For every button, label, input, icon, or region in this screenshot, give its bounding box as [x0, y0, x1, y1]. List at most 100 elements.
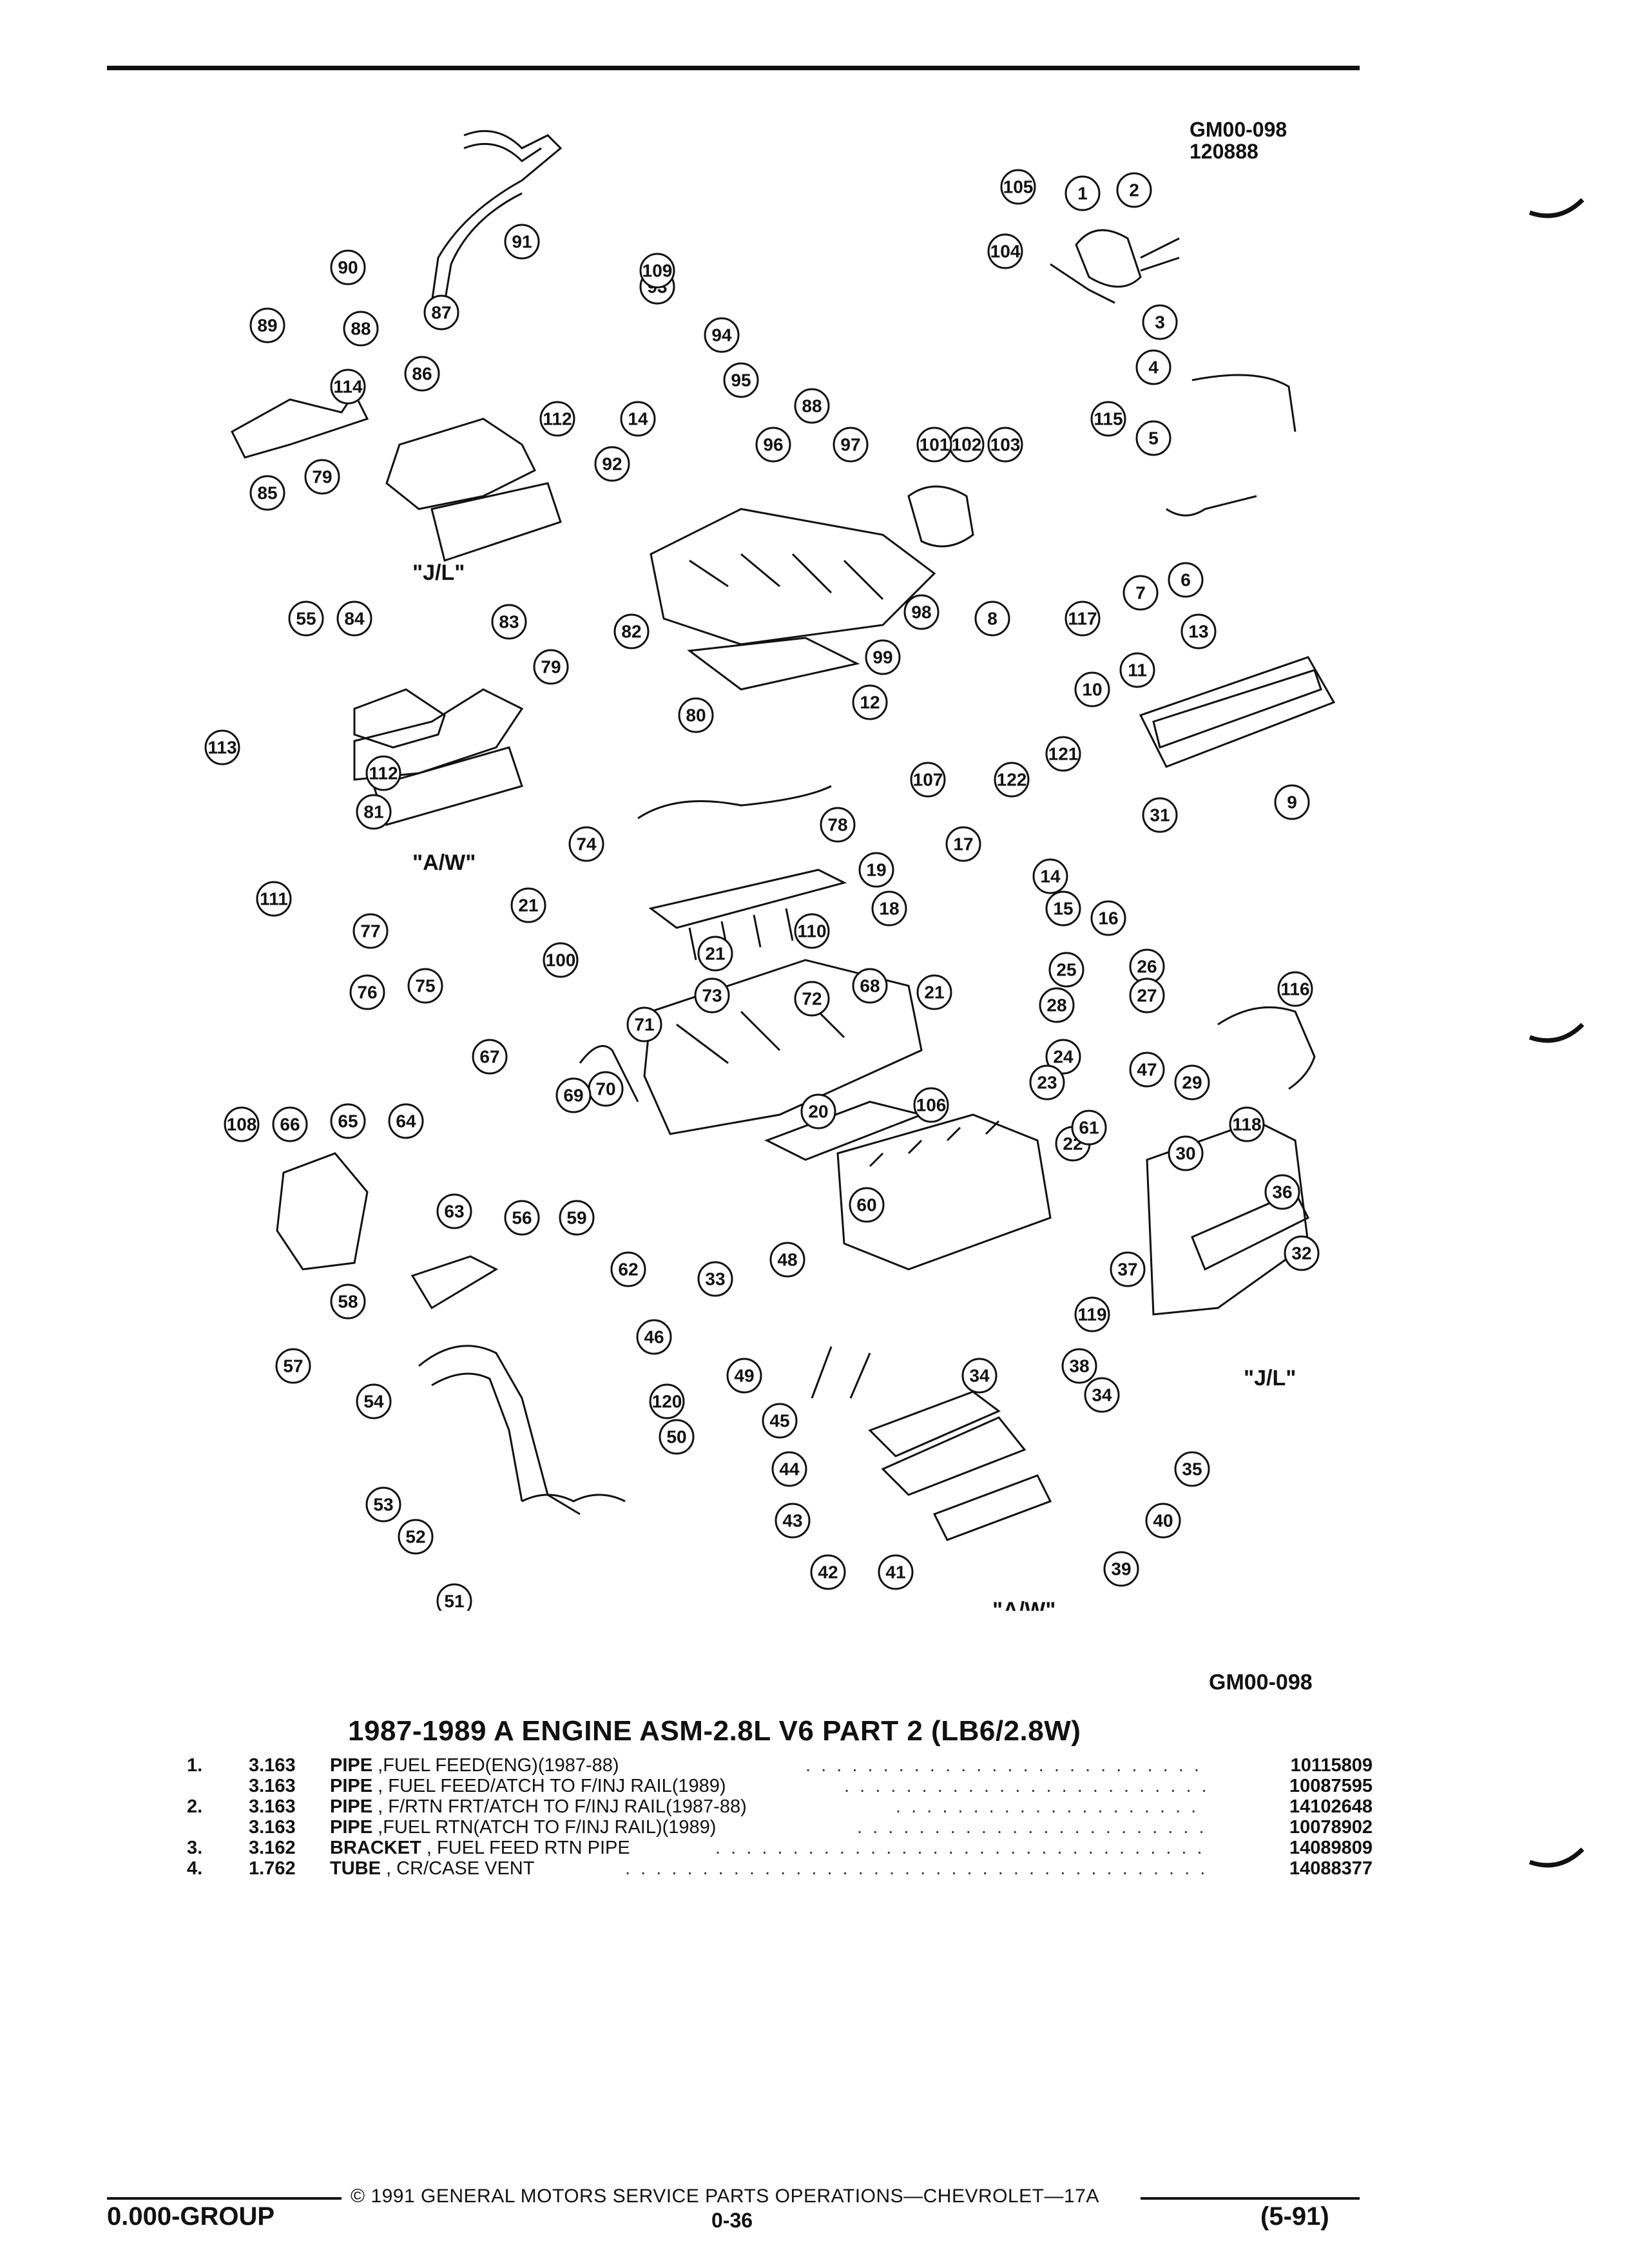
callout-19: 19 [858, 852, 894, 888]
callout-number: 98 [911, 602, 931, 622]
exhaust-manifold-drawing [385, 418, 537, 510]
part-description: , CR/CASE VENT [380, 1858, 535, 1879]
figure-code-bottom: GM00-098 [1209, 1670, 1313, 1695]
callout-88: 88 [794, 388, 830, 424]
callout-3: 3 [1142, 304, 1178, 340]
callout-112: 112 [365, 755, 401, 791]
callout-number: 14 [628, 409, 648, 429]
callout-85: 85 [249, 475, 285, 511]
callout-number: 11 [1128, 660, 1147, 680]
callout-number: 74 [576, 834, 597, 854]
callout-number: 54 [363, 1392, 384, 1412]
part-number: 10115809 [1290, 1755, 1373, 1776]
callout-6: 6 [1168, 562, 1204, 598]
callout-13: 13 [1181, 613, 1217, 649]
callout-number: 97 [840, 435, 860, 455]
callout-56: 56 [504, 1200, 540, 1236]
callout-28: 28 [1039, 987, 1075, 1023]
callout-94: 94 [704, 317, 740, 353]
callout-70: 70 [588, 1071, 624, 1107]
callout-11: 11 [1119, 652, 1155, 688]
callout-110: 110 [794, 913, 830, 949]
callout-number: 21 [924, 983, 944, 1003]
callout-66: 66 [272, 1106, 308, 1142]
callout-number: 40 [1153, 1511, 1173, 1531]
callout-number: 28 [1046, 995, 1066, 1015]
section-number: 3.162 [249, 1838, 296, 1858]
leader-dots: . . . . . . . . . . . . . . . . . . . . … [715, 1838, 1205, 1858]
callout-number: 122 [997, 770, 1027, 790]
callout-112: 112 [539, 401, 575, 437]
callout-15: 15 [1045, 890, 1081, 927]
callout-61: 61 [1071, 1110, 1107, 1146]
parts-row: 2. 3.163 PIPE , F/RTN FRT/ATCH TO F/INJ … [187, 1796, 1373, 1817]
callout-49: 49 [726, 1358, 762, 1394]
part-description: ,FUEL RTN(ATCH TO F/INJ RAIL)(1989) [372, 1817, 717, 1838]
callout-number: 24 [1053, 1047, 1074, 1067]
callout-number: 112 [369, 764, 398, 783]
parts-row: 3.163 PIPE , FUEL FEED/ATCH TO F/INJ RAI… [187, 1776, 1373, 1796]
callout-44: 44 [771, 1451, 807, 1487]
copyright-line: © 1991 GENERAL MOTORS SERVICE PARTS OPER… [351, 2186, 1099, 2207]
callout-117: 117 [1065, 601, 1101, 637]
callout-62: 62 [610, 1251, 646, 1287]
callout-51: 51 [436, 1583, 472, 1611]
callout-number: 114 [333, 377, 363, 397]
callout-106: 106 [913, 1087, 949, 1123]
callout-number: 61 [1079, 1118, 1099, 1138]
part-description: , F/RTN FRT/ATCH TO F/INJ RAIL(1987-88) [372, 1796, 747, 1817]
callout-67: 67 [472, 1039, 508, 1075]
callout-91: 91 [504, 224, 540, 260]
callout-54: 54 [356, 1383, 392, 1419]
callout-24: 24 [1045, 1039, 1081, 1075]
callout-69: 69 [555, 1077, 592, 1113]
intake-plenum-drawing [650, 508, 936, 646]
callout-number: 39 [1111, 1559, 1131, 1579]
callout-number: 113 [207, 738, 236, 758]
callout-number: 70 [595, 1079, 615, 1099]
item-number: 4. [187, 1858, 203, 1879]
callout-number: 62 [618, 1260, 638, 1280]
revision-date: (5-91) [1260, 2202, 1329, 2231]
part-name: PIPE [330, 1776, 373, 1796]
callout-number: 116 [1280, 979, 1309, 999]
fuel-rail-drawing [648, 869, 847, 929]
figure-code-header: GM00-098 120888 [1190, 119, 1287, 162]
callout-46: 46 [636, 1319, 672, 1355]
leader-dots: . . . . . . . . . . . . . . . . . . . . … [805, 1755, 1205, 1776]
callout-number: 5 [1148, 428, 1159, 448]
callout-number: 75 [415, 976, 435, 996]
callout-number: 67 [479, 1047, 499, 1067]
callout-79: 79 [304, 459, 340, 495]
callout-5: 5 [1135, 420, 1171, 456]
callout-number: 89 [257, 316, 277, 336]
callout-53: 53 [365, 1486, 401, 1523]
callout-number: 65 [338, 1111, 358, 1131]
callout-number: 99 [872, 648, 892, 668]
callout-109: 109 [639, 253, 675, 289]
callout-number: 8 [987, 609, 998, 629]
callout-36: 36 [1264, 1174, 1300, 1210]
callout-number: 83 [499, 612, 519, 632]
callout-8: 8 [974, 601, 1010, 637]
callout-number: 46 [644, 1327, 664, 1347]
callout-73: 73 [694, 977, 730, 1014]
callout-number: 4 [1148, 358, 1159, 378]
callout-number: 15 [1053, 899, 1073, 919]
parts-row: 3.163 PIPE ,FUEL RTN(ATCH TO F/INJ RAIL)… [187, 1817, 1373, 1838]
callout-16: 16 [1090, 900, 1126, 936]
callout-number: 69 [563, 1086, 583, 1106]
callout-number: 95 [731, 370, 751, 390]
callout-number: 6 [1181, 570, 1191, 590]
callout-number: 78 [827, 815, 847, 835]
page-title: 1987-1989 A ENGINE ASM-2.8L V6 PART 2 (L… [348, 1715, 1081, 1747]
callout-number: 100 [546, 950, 576, 970]
binding-mark [1528, 198, 1585, 218]
callout-number: 117 [1068, 609, 1097, 629]
callout-65: 65 [330, 1103, 366, 1139]
callout-number: 45 [769, 1411, 789, 1431]
parts-row: 4. 1.762 TUBE , CR/CASE VENT . . . . . .… [187, 1858, 1373, 1879]
item-number: 3. [187, 1838, 203, 1858]
